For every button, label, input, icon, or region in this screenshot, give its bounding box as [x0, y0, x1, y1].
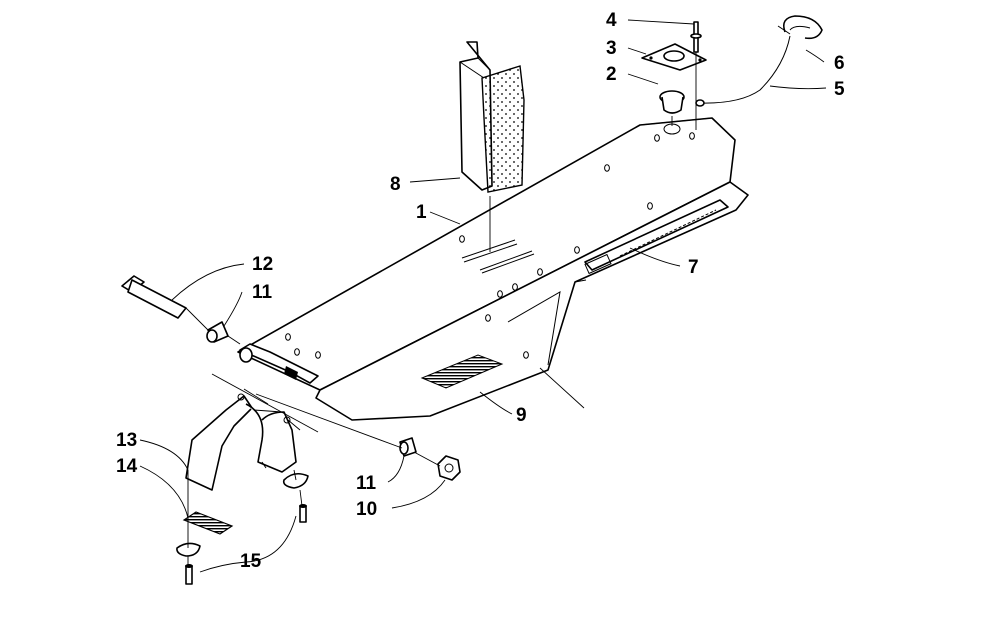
rivet-left [185, 564, 193, 585]
callout-6: 6 [834, 53, 845, 74]
pin [690, 21, 702, 53]
bushing-lower [399, 437, 417, 457]
cap-mount-plate [641, 43, 707, 71]
grommet [659, 90, 685, 114]
callout-12: 12 [252, 254, 273, 275]
callout-15: 15 [240, 551, 262, 572]
callout-4: 4 [606, 10, 617, 31]
callout-13: 13 [116, 430, 137, 451]
decal-side [584, 199, 729, 275]
rivet-right [299, 504, 307, 523]
callout-11-upper: 11 [252, 282, 273, 303]
lanyard-cable [695, 15, 823, 107]
callout-10: 10 [356, 499, 377, 520]
bracket-guide-lines [187, 469, 303, 566]
callout-5: 5 [834, 79, 845, 100]
callout-9: 9 [516, 405, 527, 426]
callout-8: 8 [390, 174, 401, 195]
foam-pad [459, 41, 525, 193]
callout-7: 7 [688, 257, 699, 278]
callout-labels: 4 3 2 6 5 8 1 7 12 11 9 13 14 11 10 15 [116, 10, 845, 572]
bushing-upper [206, 321, 229, 343]
backing-strip [182, 511, 234, 535]
callout-14: 14 [116, 456, 138, 477]
callout-2: 2 [606, 64, 617, 85]
assembly-guide-lines [185, 307, 441, 467]
callout-11-lower: 11 [356, 473, 377, 494]
lock-nut [437, 455, 461, 481]
callout-3: 3 [606, 38, 617, 59]
washer-left [176, 542, 201, 557]
explode-lines [489, 52, 697, 409]
bolt-long [121, 275, 187, 319]
washer-right [282, 472, 309, 489]
mounting-bracket [185, 393, 297, 491]
callout-leaders [139, 19, 827, 573]
decal-panel [420, 354, 504, 389]
callout-1: 1 [416, 202, 427, 223]
